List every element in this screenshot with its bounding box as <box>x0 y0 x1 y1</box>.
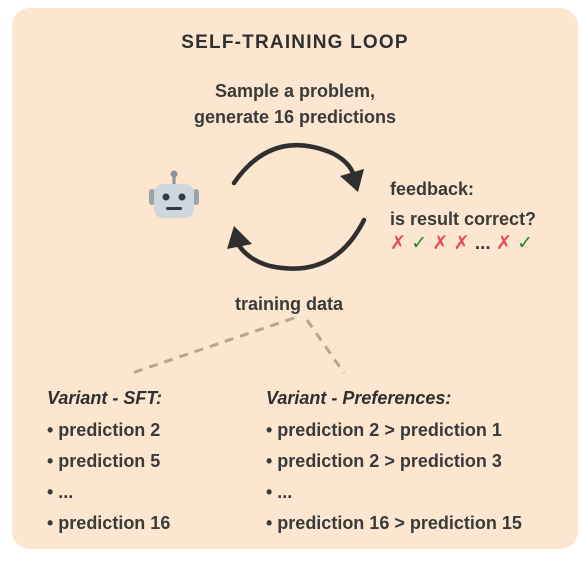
correct-mark: ✓ <box>411 233 428 254</box>
variant-sft-list: • prediction 2 • prediction 5 • ... • pr… <box>47 415 170 539</box>
wrong-mark: ✗ <box>390 233 406 254</box>
correct-mark: ✓ <box>517 233 534 254</box>
sample-step-text: Sample a problem, generate 16 prediction… <box>12 78 578 130</box>
feedback-marks: ✗ ✓ ✗ ✗ ... ✗ ✓ <box>390 232 533 255</box>
cycle-graphic <box>131 142 367 375</box>
robot-icon <box>149 170 199 218</box>
cycle-arrow-bottom-icon <box>227 217 367 271</box>
list-item: • prediction 2 <box>47 420 161 440</box>
sample-line-2: generate 16 predictions <box>193 107 397 127</box>
marks-ellipsis: ... <box>474 233 491 254</box>
feedback-line-1: feedback: <box>390 179 475 199</box>
list-item: • prediction 5 <box>47 451 161 471</box>
wrong-mark: ✗ <box>453 233 470 254</box>
feedback-line-2: is result correct? <box>390 209 537 229</box>
variant-preferences-column: Variant - Preferences: • prediction 2 > … <box>266 388 522 539</box>
list-item: • ... <box>47 482 74 502</box>
wrong-mark: ✗ <box>495 233 512 254</box>
list-item: • ... <box>266 482 293 502</box>
training-data-label: training data <box>235 294 344 314</box>
variant-preferences-title: Variant - Preferences: <box>266 388 452 408</box>
wrong-mark: ✗ <box>432 233 449 254</box>
variant-preferences-list: • prediction 2 > prediction 1 • predicti… <box>266 415 522 539</box>
sample-line-1: Sample a problem, <box>214 81 376 101</box>
diagram-card: SELF-TRAINING LOOP Sample a problem, gen… <box>12 8 578 549</box>
variant-sft-column: Variant - SFT: • prediction 2 • predicti… <box>47 388 170 539</box>
list-item: • prediction 2 > prediction 3 <box>266 451 502 471</box>
list-item: • prediction 2 > prediction 1 <box>266 420 502 440</box>
list-item: • prediction 16 <box>47 513 171 533</box>
feedback-text: feedback: is result correct? <box>390 174 536 234</box>
variant-sft-title: Variant - SFT: <box>47 388 163 408</box>
dashed-connector-sft <box>131 316 295 375</box>
dashed-connector-preferences <box>305 319 346 374</box>
list-item: • prediction 16 > prediction 15 <box>266 513 522 533</box>
diagram-title: SELF-TRAINING LOOP <box>181 32 409 53</box>
cycle-arrow-top-icon <box>231 142 364 192</box>
